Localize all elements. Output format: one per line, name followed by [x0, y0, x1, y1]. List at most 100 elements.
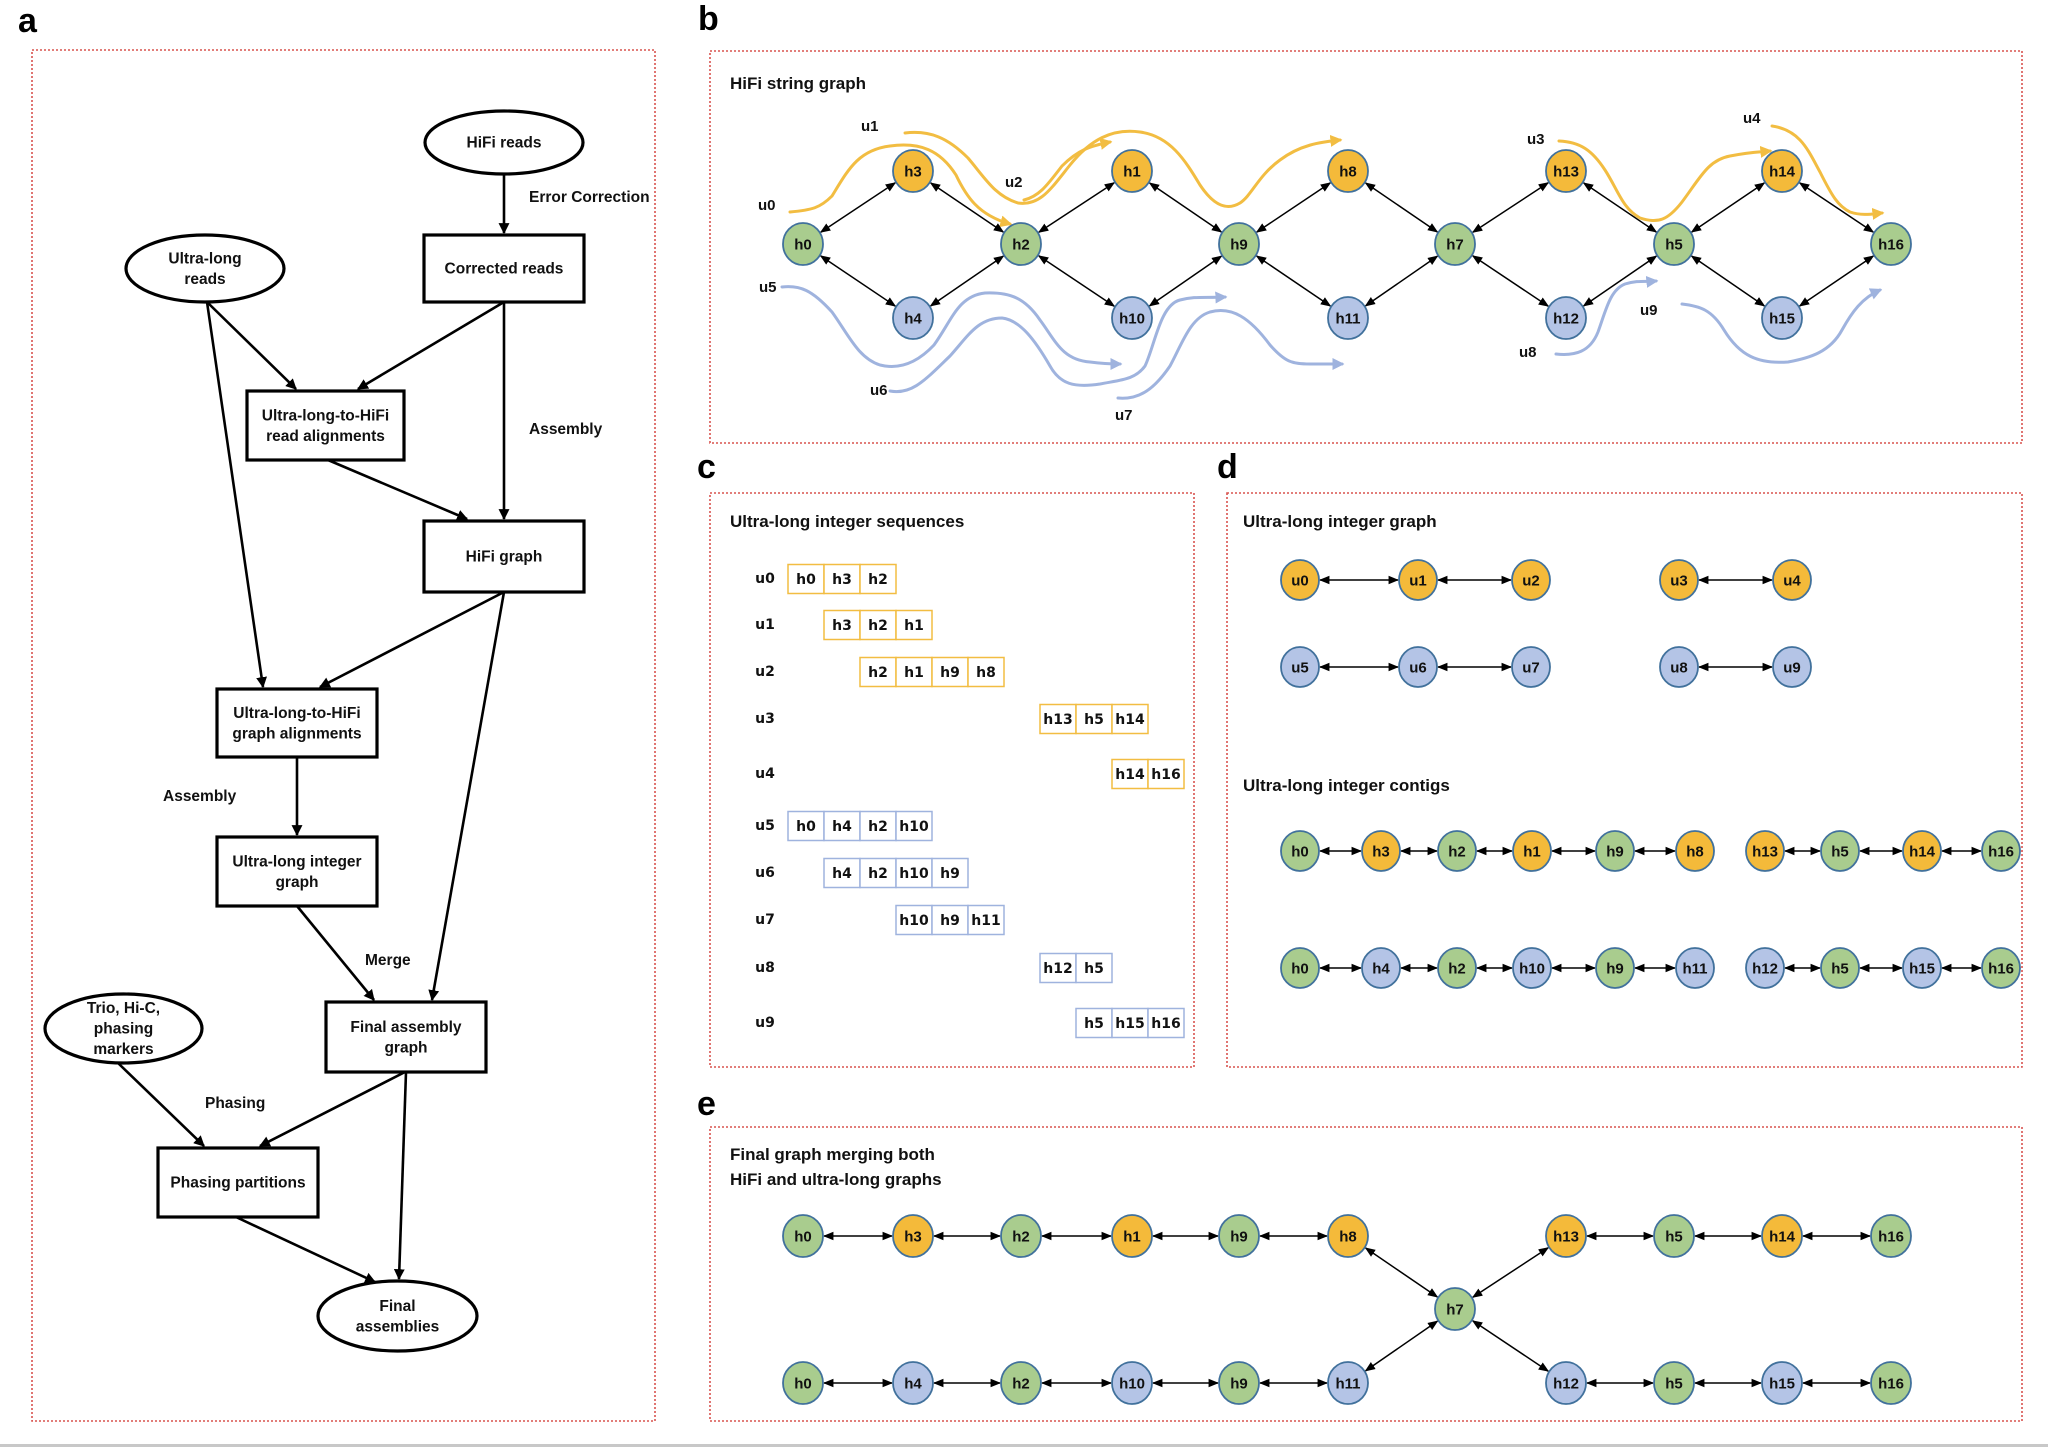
node-label: h9: [1606, 961, 1624, 978]
sequence-cell: [1075, 1007, 1113, 1039]
node-h5: h5: [1820, 830, 1860, 872]
node-h12: h12: [1745, 947, 1785, 989]
sequence-cell-label: h12: [1043, 961, 1072, 977]
node-label: h1: [1123, 164, 1141, 181]
node-h16: h16: [1981, 947, 2021, 989]
node-circle: [1902, 947, 1942, 989]
node-u8: u8: [1659, 646, 1699, 688]
flow-box: [215, 687, 379, 759]
panel-e-box: [709, 1126, 2023, 1422]
edge-label-assembly-hifi: Assembly: [529, 421, 603, 438]
node-label: h13: [1553, 164, 1579, 181]
node-circle: [782, 222, 824, 266]
node-h3: h3: [892, 149, 934, 193]
node-label: h9: [1230, 1376, 1248, 1393]
sequence-cell-label: h0: [796, 819, 816, 835]
panel-c-box: [709, 492, 1195, 1068]
sequence-cell-label: h10: [899, 913, 929, 929]
flow-box: [156, 1146, 320, 1219]
panel-d-contigs-title: Ultra-long integer contigs: [1243, 776, 1450, 795]
node-circle: [1659, 646, 1699, 688]
flow-node-label: assemblies: [356, 1318, 440, 1335]
node-h16: h16: [1870, 222, 1912, 266]
edge-label-assembly-ul: Assembly: [163, 788, 237, 805]
node-h12: h12: [1545, 1361, 1587, 1405]
edge-h13-h5: [1582, 182, 1658, 233]
node-h4: h4: [1361, 947, 1401, 989]
sequence-cell-label: h2: [868, 866, 888, 882]
flow-node-label: graph alignments: [232, 725, 361, 742]
node-circle: [1511, 559, 1551, 601]
panel-d-box: [1226, 492, 2023, 1068]
node-circle: [1820, 947, 1860, 989]
node-circle: [1545, 149, 1587, 193]
flow-edge-ultra_long_reads-to-ul_hifi_read_align: [206, 301, 297, 390]
node-label: h14: [1769, 164, 1796, 181]
node-circle: [1595, 830, 1635, 872]
node-label: h10: [1119, 311, 1145, 328]
sequence-cell-label: h11: [971, 913, 1000, 929]
node-label: h15: [1769, 311, 1795, 328]
node-h9: h9: [1595, 830, 1635, 872]
node-circle: [1761, 1214, 1803, 1258]
node-h9: h9: [1218, 222, 1260, 266]
bottom-rule: [0, 1444, 2048, 1447]
node-h16: h16: [1870, 1214, 1912, 1258]
sequence-cell-label: h5: [1084, 712, 1104, 728]
node-circle: [1111, 1214, 1153, 1258]
edge-h10-h9: [1148, 255, 1223, 307]
flow-edge-ul_hifi_read_align-to-hifi_graph: [327, 458, 469, 521]
node-circle: [1280, 947, 1320, 989]
sequence-cell-label: h16: [1151, 767, 1180, 783]
read-path-u9: [1680, 288, 1883, 364]
read-path-label-u2: u2: [1005, 174, 1023, 191]
node-label: h12: [1553, 1376, 1579, 1393]
node-label: h11: [1335, 311, 1360, 328]
read-path-label-u3: u3: [1527, 131, 1545, 148]
node-circle: [1981, 830, 2021, 872]
node-h5: h5: [1653, 1361, 1695, 1405]
node-circle: [782, 1361, 824, 1405]
node-h7: h7: [1434, 222, 1476, 266]
node-label: u0: [1291, 573, 1309, 590]
panel-c-title: Ultra-long integer sequences: [730, 512, 964, 531]
node-label: h4: [1372, 961, 1390, 978]
sequence-cell: [931, 656, 969, 688]
sequence-cell: [895, 656, 933, 688]
node-h11: h11: [1327, 1361, 1369, 1405]
sequence-cell-label: h3: [832, 572, 852, 588]
sequence-cell-label: h14: [1115, 767, 1145, 783]
node-h5: h5: [1653, 1214, 1695, 1258]
node-label: h16: [1988, 961, 2014, 978]
node-h1: h1: [1111, 149, 1153, 193]
sequence-cell-label: h10: [899, 866, 929, 882]
node-circle: [1870, 1214, 1912, 1258]
node-label: h3: [1372, 844, 1390, 861]
sequence-cell-label: h2: [868, 819, 888, 835]
sequence-cell-label: h1: [904, 618, 924, 634]
node-label: h3: [904, 164, 922, 181]
panel-e-title-line-1: Final graph merging both: [730, 1145, 935, 1164]
node-label: h5: [1831, 844, 1849, 861]
flow-edge-ultra_long_reads-to-ul_hifi_graph_align: [205, 301, 267, 689]
node-circle: [1761, 296, 1803, 340]
sequence-cell-label: h9: [940, 866, 960, 882]
node-circle: [1437, 947, 1477, 989]
sequence-cell-label: h10: [899, 819, 929, 835]
sequence-cell: [895, 810, 933, 842]
flow-node-label: graph: [384, 1039, 427, 1056]
node-circle: [1218, 222, 1260, 266]
node-u1: u1: [1398, 559, 1438, 601]
node-circle: [1434, 222, 1476, 266]
node-circle: [1870, 222, 1912, 266]
edge-h5-h14: [1690, 182, 1766, 233]
